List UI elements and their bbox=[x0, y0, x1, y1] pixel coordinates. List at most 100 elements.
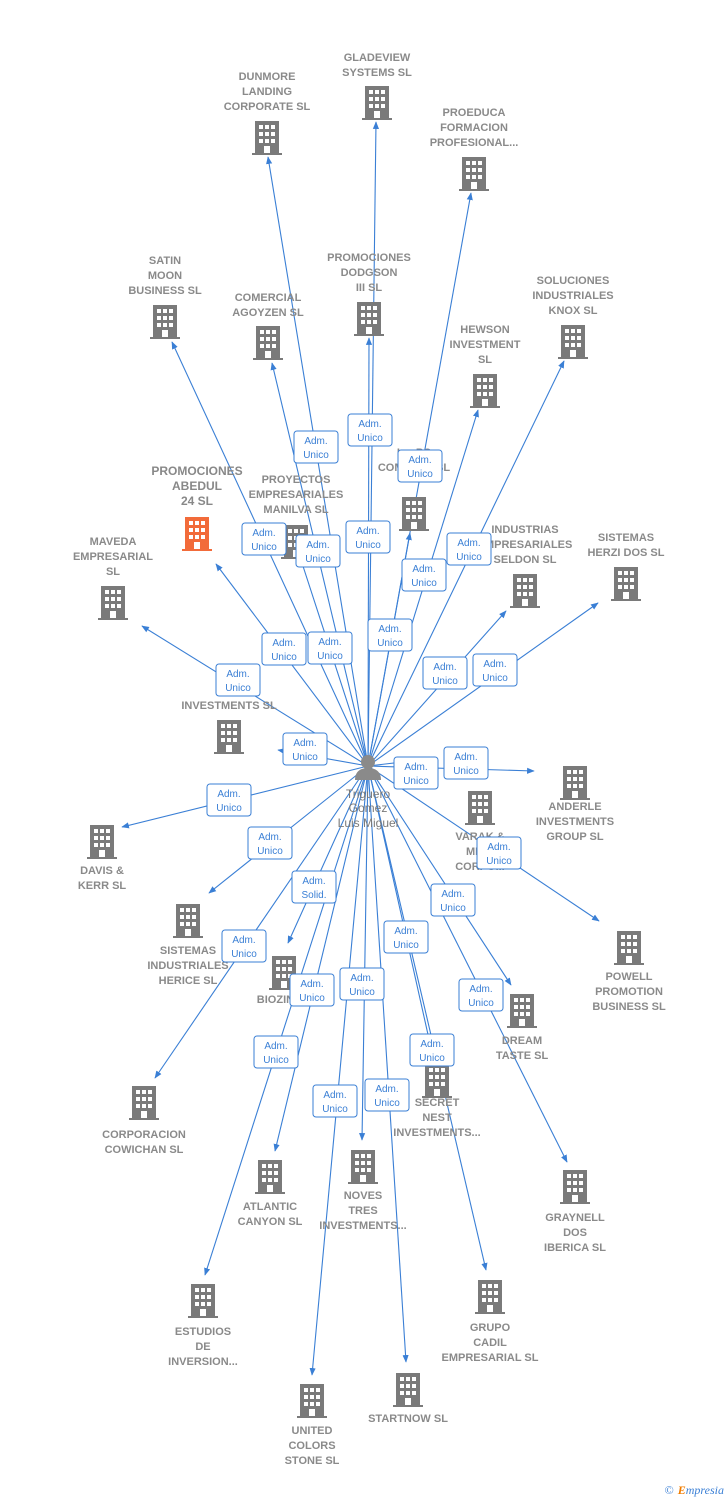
building-icon bbox=[255, 1160, 285, 1194]
copyright-symbol: © bbox=[664, 1483, 674, 1497]
role-text: Unico bbox=[486, 856, 512, 867]
role-badge-box bbox=[383, 920, 429, 954]
role-badge-comercial[interactable]: Adm. Unico bbox=[295, 534, 341, 568]
building-icon bbox=[558, 325, 588, 359]
role-badge-gladeview[interactable]: Adm.Unico bbox=[347, 413, 393, 447]
building-icon bbox=[560, 1170, 590, 1204]
role-text: Unico bbox=[403, 776, 429, 787]
role-badge-anderle[interactable]: Adm.Unico bbox=[443, 746, 489, 780]
role-badge-united[interactable]: Adm.Unico bbox=[312, 1084, 358, 1118]
role-badge-powell[interactable]: Adm.Unico bbox=[476, 836, 522, 870]
company-node-secret[interactable]: SECRETNESTINVESTMENTS... bbox=[393, 1064, 481, 1139]
role-text: Adm. bbox=[306, 540, 329, 551]
role-badge-manilva[interactable]: Adm.Unico bbox=[307, 631, 353, 665]
role-text: Unico bbox=[411, 578, 437, 589]
company-label-line: KERR SL bbox=[78, 880, 127, 892]
role-badge-dodgson[interactable]: Adm.Unico bbox=[345, 520, 391, 554]
company-node-proeduca[interactable]: PROEDUCAFORMACIONPROFESIONAL... bbox=[430, 107, 519, 191]
role-badge-atlantic[interactable]: Adm.Unico bbox=[289, 973, 335, 1007]
role-text: Unico bbox=[231, 949, 257, 960]
role-badge-biozinc[interactable]: Adm.Solid. bbox=[291, 870, 337, 904]
role-text: Adm. bbox=[375, 1084, 398, 1095]
building-icon bbox=[459, 157, 489, 191]
company-label-line: HERZI DOS SL bbox=[587, 547, 664, 559]
role-text: Adm. bbox=[420, 1039, 443, 1050]
person-label-line-3: Luis Miguel bbox=[338, 816, 399, 830]
company-label-line: UNITED bbox=[292, 1425, 333, 1437]
role-badge-herice[interactable]: Adm.Unico bbox=[247, 826, 293, 860]
role-badge-noves[interactable]: Adm.Unico bbox=[339, 967, 385, 1001]
brand-initial: E bbox=[677, 1483, 686, 1497]
role-badge-seldon[interactable]: Adm.Unico bbox=[422, 656, 468, 690]
company-label-line: INVESTMENTS... bbox=[319, 1220, 406, 1232]
role-badge-startnow[interactable]: Adm.Unico bbox=[364, 1078, 410, 1112]
role-badge-dream[interactable]: Adm.Unico bbox=[430, 883, 476, 917]
role-badge-cowichan[interactable]: Adm.Unico bbox=[221, 929, 267, 963]
role-text: Adm. bbox=[408, 455, 431, 466]
company-label-line: COWICHAN SL bbox=[105, 1144, 184, 1156]
role-text: Adm. bbox=[258, 832, 281, 843]
role-badge-dunmore[interactable]: Adm.Unico bbox=[293, 430, 339, 464]
building-icon bbox=[188, 1284, 218, 1318]
building-icon bbox=[98, 586, 128, 620]
role-badge-secret[interactable]: Adm.Unico bbox=[383, 920, 429, 954]
role-badge-satin[interactable]: Adm.Unico bbox=[241, 522, 287, 556]
brand-name: mpresia bbox=[685, 1483, 724, 1497]
role-text: Unico bbox=[305, 554, 331, 565]
role-badge-cadil[interactable]: Adm.Unico bbox=[409, 1033, 455, 1067]
company-node-startnow[interactable]: STARTNOW SL bbox=[368, 1373, 448, 1425]
company-label-line: CADIL bbox=[473, 1337, 507, 1349]
role-text: Unico bbox=[216, 803, 242, 814]
company-label-line: INVESTMENTS bbox=[536, 816, 614, 828]
role-badge-maveda[interactable]: Adm.Unico bbox=[215, 663, 261, 697]
company-label-line: GLADEVIEW bbox=[344, 52, 411, 64]
role-badge-graynell[interactable]: Adm.Unico bbox=[458, 978, 504, 1012]
role-badge-box bbox=[307, 631, 353, 665]
person-node[interactable]: Triguero Gomez Luis Miguel bbox=[338, 755, 399, 830]
role-badge-soluciones[interactable]: Adm.Unico bbox=[446, 532, 492, 566]
company-node-estudios[interactable]: ESTUDIOSDEINVERSION... bbox=[168, 1284, 238, 1368]
role-badge-estudios[interactable]: Adm.Unico bbox=[253, 1035, 299, 1069]
building-icon bbox=[129, 1086, 159, 1120]
role-text: Unico bbox=[349, 987, 375, 998]
company-node-davis[interactable]: DAVIS &KERR SL bbox=[78, 825, 127, 892]
role-badge-herzi[interactable]: Adm.Unico bbox=[472, 653, 518, 687]
role-badge-varak[interactable]: Adm.Unico bbox=[393, 756, 439, 790]
company-label-line: INDUSTRIAS bbox=[491, 524, 558, 536]
company-node-herzi[interactable]: SISTEMAS HERZI DOS SL bbox=[587, 532, 665, 601]
role-text: Adm. bbox=[293, 738, 316, 749]
role-badge-abedul[interactable]: Adm.Unico bbox=[261, 632, 307, 666]
role-badge-box bbox=[221, 929, 267, 963]
role-text: Unico bbox=[292, 752, 318, 763]
company-label-line: SISTEMAS bbox=[598, 532, 654, 544]
role-badge-davis[interactable]: Adm.Unico bbox=[206, 783, 252, 817]
role-badge-company[interactable]: Adm.Unico bbox=[367, 618, 413, 652]
role-badge-agx[interactable]: Adm. Unico bbox=[282, 732, 328, 766]
company-node-noves[interactable]: NOVESTRESINVESTMENTS... bbox=[319, 1150, 407, 1232]
role-badge-box bbox=[401, 558, 447, 592]
company-label-line: EMPRESARIALES bbox=[249, 489, 344, 501]
role-badge-proeduca[interactable]: Adm.Unico bbox=[397, 449, 443, 483]
role-badge-hewson[interactable]: Adm.Unico bbox=[401, 558, 447, 592]
company-label-line: ANDERLE bbox=[548, 801, 601, 813]
